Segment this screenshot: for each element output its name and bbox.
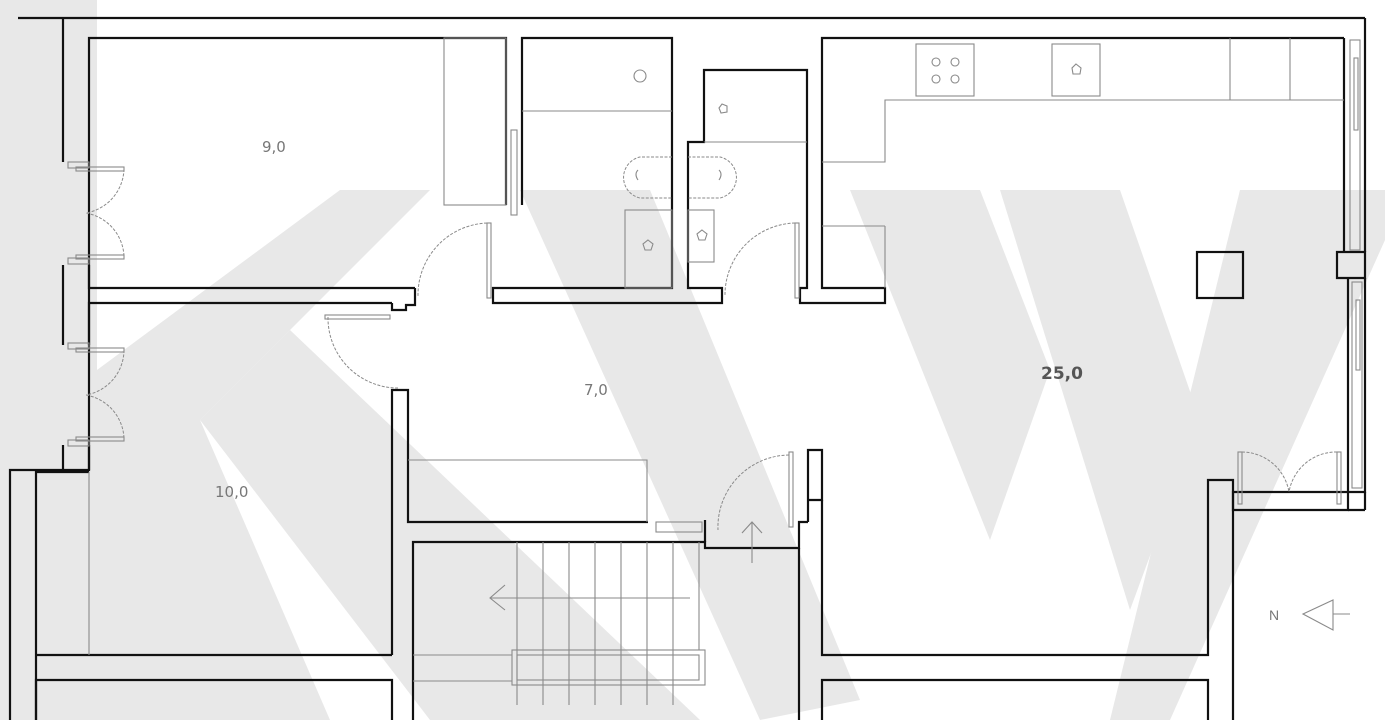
toilet-icon xyxy=(642,239,654,251)
stove-icon xyxy=(915,43,975,97)
room-area-hallway: 7,0 xyxy=(584,381,608,399)
room-area-bedroom-2: 10,0 xyxy=(215,483,249,501)
north-arrow-icon xyxy=(1301,599,1350,631)
room-area-living-kitchen: 25,0 xyxy=(1041,364,1083,384)
wc-sink-icon xyxy=(718,103,728,114)
entrance-arrow-icon xyxy=(741,521,763,563)
fixtures xyxy=(67,37,1363,705)
bathtub-icon xyxy=(623,156,672,199)
compass-label: N xyxy=(1269,607,1280,623)
staircase xyxy=(413,542,706,705)
kitchen-sink-icon xyxy=(1051,43,1101,97)
room-area-bedroom-1: 9,0 xyxy=(262,138,286,156)
sink-icon xyxy=(633,69,647,83)
doors xyxy=(324,222,800,531)
